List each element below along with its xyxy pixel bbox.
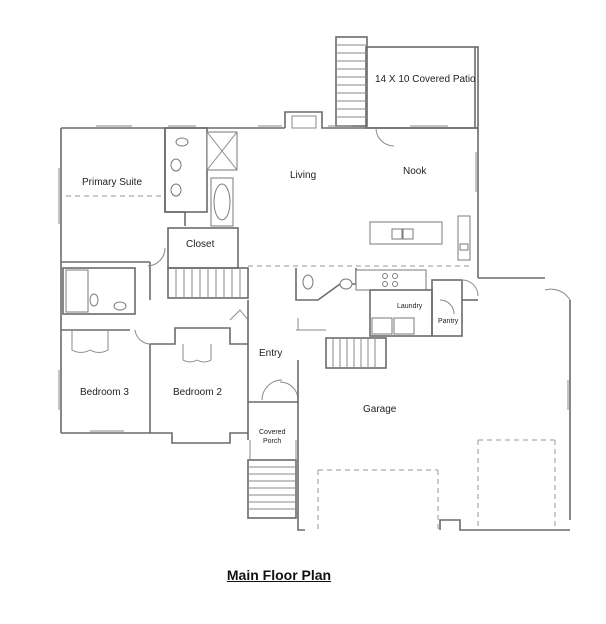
bedroom-3-label: Bedroom 3 (80, 387, 129, 398)
utility-walls (295, 268, 427, 301)
patio-label: 14 X 10 Covered Patio (375, 74, 476, 85)
covered-porch-label-line2: Porch (263, 438, 281, 445)
kitchen-island (369, 215, 471, 261)
laundry-pantry-walls (369, 279, 479, 337)
pantry-label: Pantry (438, 318, 459, 325)
garage-walls (297, 277, 571, 531)
primary-suite-label: Primary Suite (82, 177, 142, 188)
entry-doors (248, 318, 299, 403)
laundry-label: Laundry (397, 303, 423, 310)
covered-patio (365, 46, 479, 129)
interior-stairs (167, 265, 470, 299)
exterior-walls (60, 111, 479, 444)
entry-label: Entry (259, 348, 282, 359)
bedroom-2-label: Bedroom 2 (173, 387, 222, 398)
fireplace (291, 115, 317, 129)
closet-label: Closet (186, 239, 215, 250)
bath-2 (62, 267, 136, 315)
primary-bath (164, 127, 238, 227)
patio-door (375, 127, 395, 147)
windows (58, 125, 477, 432)
plan-title: Main Floor Plan (226, 567, 332, 583)
patio-stairs (335, 36, 368, 127)
garage-label: Garage (363, 404, 397, 415)
nook-label: Nook (403, 166, 427, 177)
porch-stairs (247, 440, 297, 519)
garage-stairs (296, 329, 387, 369)
living-label: Living (290, 170, 316, 181)
covered-porch-label-line1: Covered (259, 429, 286, 436)
bedroom-walls (61, 300, 249, 433)
